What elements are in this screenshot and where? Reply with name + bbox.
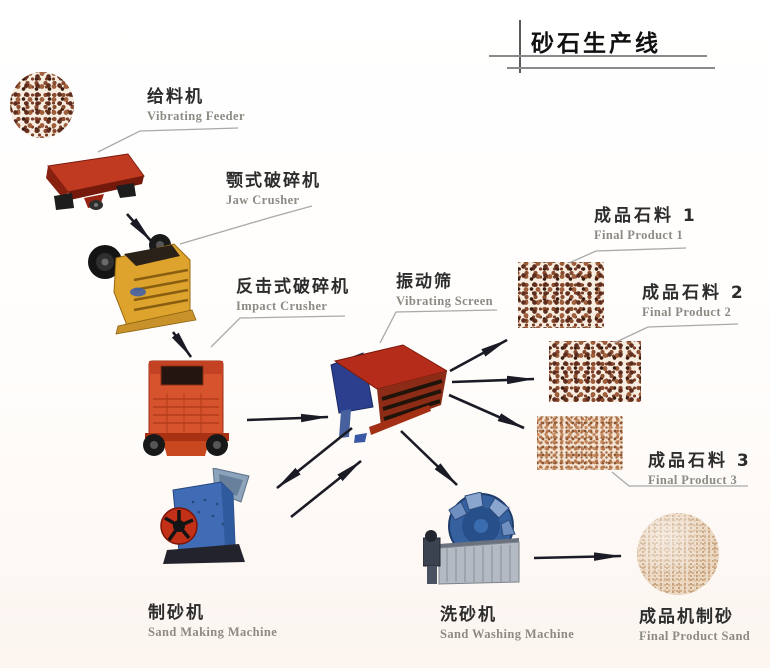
label-final-product-1: 成品石料 1 Final Product 1 — [594, 201, 698, 243]
label-final-product-2: 成品石料 2 Final Product 2 — [642, 278, 746, 320]
arrow-impact-to-screen — [246, 413, 329, 423]
label-impact-crusher-cn: 反击式破碎机 — [236, 277, 350, 297]
arrow-screen-to-product2 — [451, 375, 535, 385]
label-impact-crusher-en: Impact Crusher — [236, 299, 328, 313]
arrow-sand-maker-to-screen — [290, 459, 362, 519]
label-sand-washing-machine-cn: 洗砂机 — [440, 605, 497, 625]
title-underline-1 — [489, 55, 707, 57]
label-final-product-3-cn: 成品石料 3 — [648, 451, 752, 471]
jaw-crusher-illustration — [88, 234, 197, 335]
label-jaw-crusher: 颚式破碎机 Jaw Crusher — [226, 166, 321, 208]
final-product-2-photo — [549, 341, 641, 402]
label-jaw-crusher-en: Jaw Crusher — [226, 193, 300, 207]
vibrating-screen-illustration — [330, 344, 447, 443]
label-sand-washing-machine-en: Sand Washing Machine — [440, 627, 575, 641]
raw-material-stone-photo — [10, 72, 74, 138]
label-vibrating-screen-cn: 振动筛 — [396, 272, 453, 292]
label-final-product-1-en: Final Product 1 — [594, 228, 684, 242]
label-final-product-sand: 成品机制砂 Final Product Sand — [639, 602, 750, 644]
final-product-1-photo — [518, 262, 604, 328]
leader-feeder — [97, 127, 239, 153]
impact-crusher-illustration — [143, 360, 229, 456]
label-sand-making-machine: 制砂机 Sand Making Machine — [148, 598, 277, 640]
label-final-product-1-cn: 成品石料 1 — [594, 206, 698, 226]
arrow-screen-to-product1 — [449, 338, 508, 373]
label-vibrating-screen: 振动筛 Vibrating Screen — [396, 267, 493, 309]
leader-final-product-1 — [568, 247, 687, 264]
label-final-product-2-en: Final Product 2 — [642, 305, 732, 319]
label-final-product-3-en: Final Product 3 — [648, 473, 738, 487]
label-final-product-sand-en: Final Product Sand — [639, 629, 751, 643]
label-final-product-2-cn: 成品石料 2 — [642, 283, 746, 303]
label-vibrating-feeder-en: Vibrating Feeder — [147, 109, 245, 123]
label-vibrating-feeder: 给料机 Vibrating Feeder — [147, 82, 245, 124]
vibrating-feeder-illustration — [46, 153, 145, 210]
label-impact-crusher: 反击式破碎机 Impact Crusher — [236, 272, 350, 314]
label-sand-making-machine-cn: 制砂机 — [148, 603, 205, 623]
label-jaw-crusher-cn: 颚式破碎机 — [226, 171, 321, 191]
leader-vibrating-screen — [379, 309, 498, 344]
label-final-product-3: 成品石料 3 Final Product 3 — [648, 446, 752, 488]
title-underline-2 — [507, 67, 715, 69]
label-sand-making-machine-en: Sand Making Machine — [148, 625, 278, 639]
label-sand-washing-machine: 洗砂机 Sand Washing Machine — [440, 600, 574, 642]
leader-impact-crusher — [210, 315, 346, 348]
label-vibrating-feeder-cn: 给料机 — [147, 87, 204, 107]
label-final-product-sand-cn: 成品机制砂 — [639, 607, 734, 627]
title-vertical-rule — [519, 20, 521, 73]
label-vibrating-screen-en: Vibrating Screen — [396, 294, 494, 308]
arrow-screen-to-product3 — [448, 393, 525, 430]
sand-making-machine-illustration — [160, 468, 250, 564]
arrow-washer-to-final-sand — [533, 552, 622, 561]
final-product-sand-photo — [637, 513, 719, 595]
final-product-3-photo — [537, 416, 623, 470]
page-title: 砂石生产线 — [531, 31, 661, 57]
sand-washing-machine-illustration — [423, 492, 520, 585]
